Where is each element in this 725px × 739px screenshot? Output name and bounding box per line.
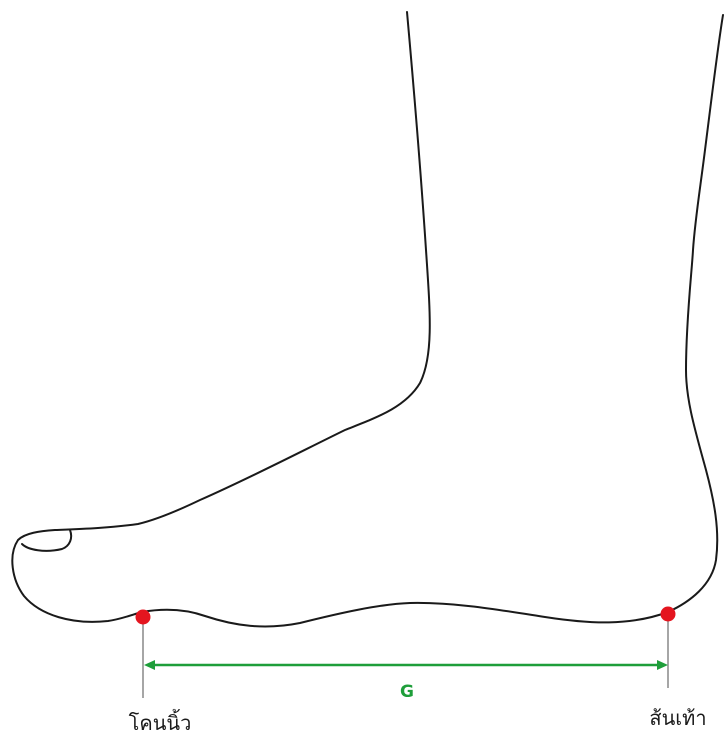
heel-back-outline [667, 14, 724, 613]
toe-label: โคนนิ้ว [129, 709, 192, 735]
arrow-right-head-icon [657, 660, 668, 670]
toe-point-marker [135, 609, 151, 625]
arrow-left-head-icon [144, 660, 155, 670]
heel-point-marker [660, 606, 676, 622]
heel-label: ส้นเท้า [649, 706, 706, 730]
foot-top-outline [11, 11, 431, 623]
foot-sole-outline [141, 601, 669, 628]
toenail-outline [21, 529, 73, 552]
length-measurement-arrow [144, 660, 668, 670]
measurement-label: G [400, 682, 414, 702]
